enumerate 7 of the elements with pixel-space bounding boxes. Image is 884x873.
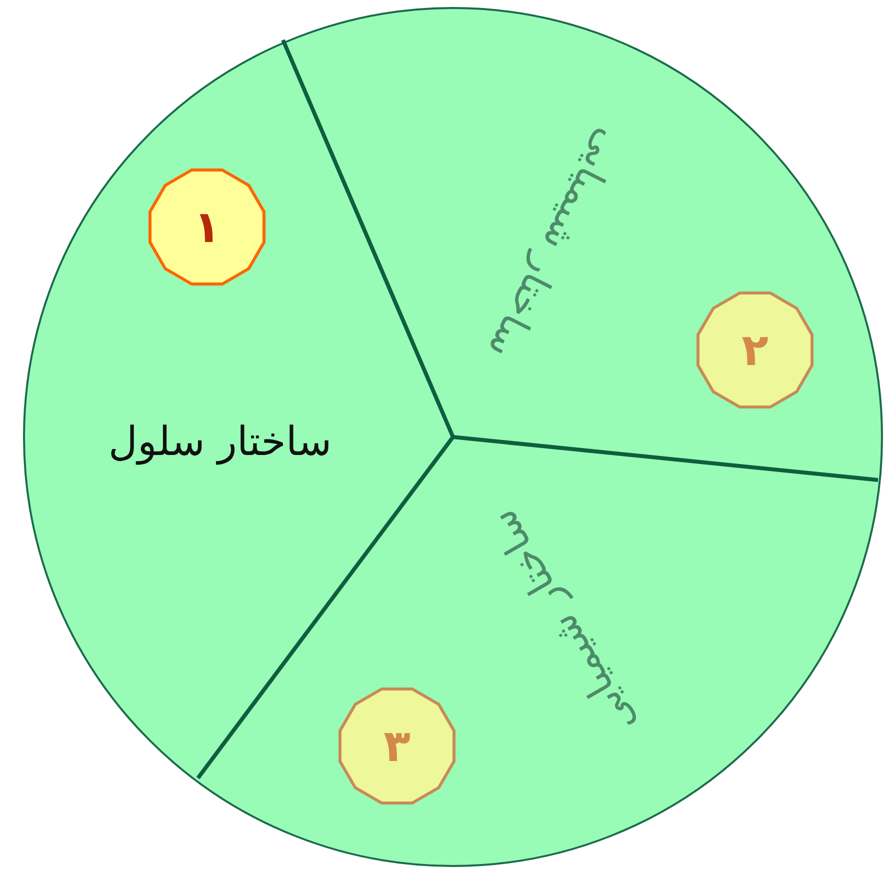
number-badge: ٣ [336,685,458,807]
number-badge: ٢ [694,289,816,411]
sector-label: ساختار شیمیایی [480,502,644,742]
number-badge: ١ [146,166,268,288]
pie-circle [23,7,883,867]
sector-label: ساختار سلول [108,419,332,465]
sector-label: ساختار شیمیایی [479,122,633,366]
